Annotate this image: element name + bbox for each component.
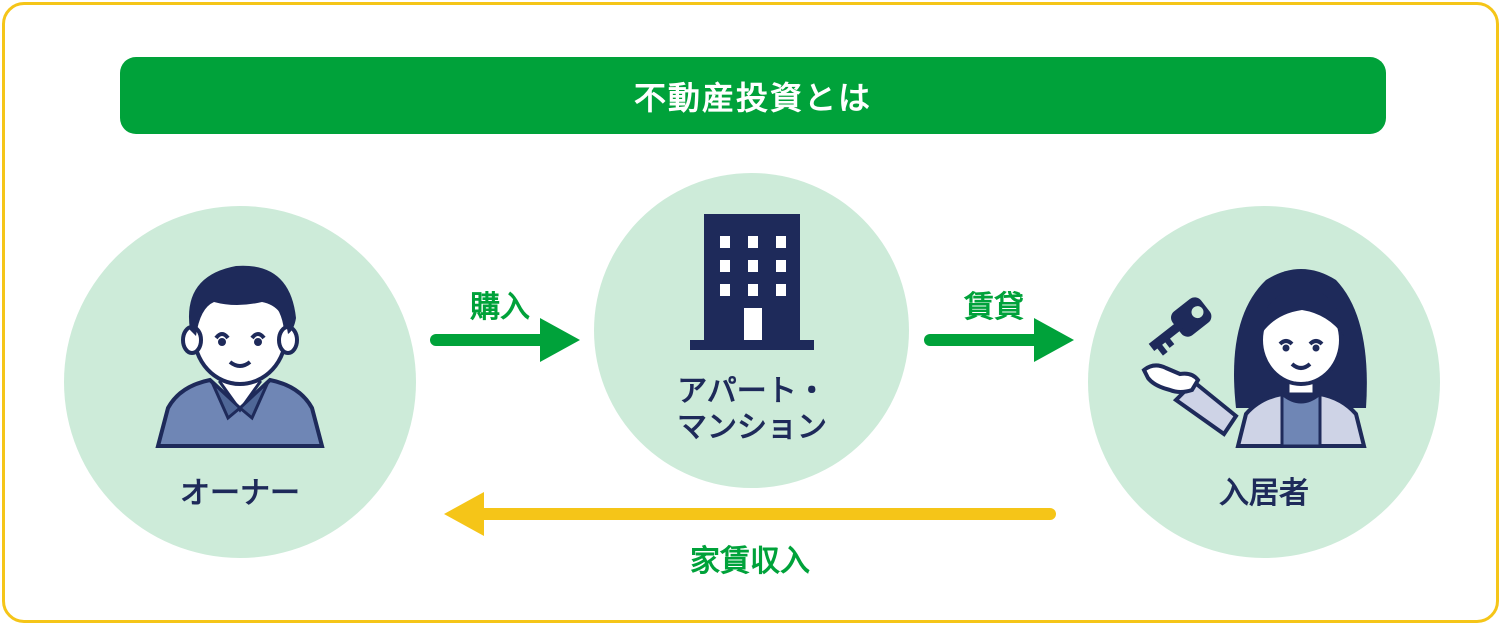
income-label: 家賃収入 (690, 544, 810, 579)
rent-arrow (924, 318, 1074, 362)
title-banner: 不動産投資とは (120, 57, 1386, 134)
apartment-building-icon (690, 214, 814, 350)
income-arrow (444, 492, 1056, 536)
woman-icon (1234, 269, 1367, 448)
purchase-label: 購入 (470, 290, 530, 325)
title-text: 不動産投資とは (633, 78, 872, 117)
purchase-arrow (430, 318, 580, 362)
owner-label: オーナー (180, 476, 300, 511)
tenant-arm (1141, 363, 1239, 437)
businessman-icon (155, 265, 325, 448)
tenant-label: 入居者 (1219, 476, 1309, 511)
building-label-line1: アパート・ (677, 374, 827, 409)
building-label: アパート・ マンション (614, 374, 890, 446)
building-label-line2: マンション (677, 410, 827, 445)
key-icon (1148, 297, 1212, 356)
rent-label: 賃貸 (964, 290, 1024, 325)
